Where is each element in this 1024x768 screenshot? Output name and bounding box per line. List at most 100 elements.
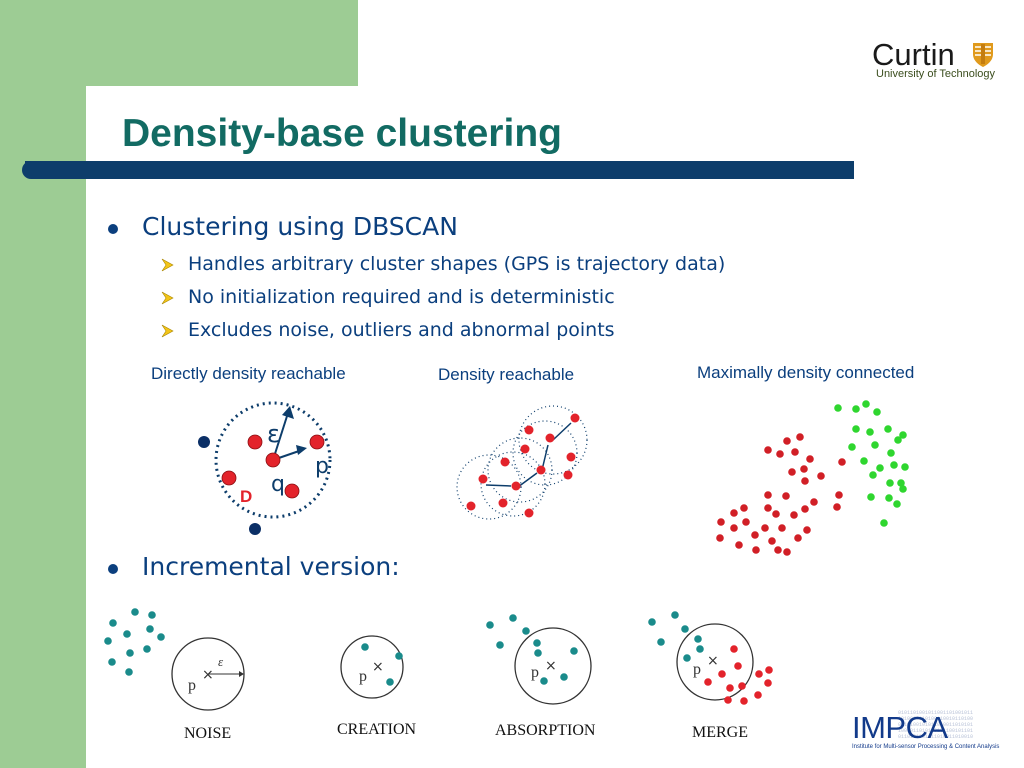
p-label: p (315, 454, 329, 479)
data-point (765, 666, 773, 674)
data-point (726, 684, 734, 692)
sub-bullet-excludes-noise: Excludes noise, outliers and abnormal po… (188, 319, 615, 341)
impca-binary-pattern: 0101101001011001101001011 10100101101001… (898, 710, 974, 740)
epsilon-circle (676, 623, 754, 701)
data-point (730, 645, 738, 653)
data-point (704, 678, 712, 686)
data-point (735, 541, 743, 549)
data-point (109, 619, 117, 627)
curtin-shield-icon (973, 43, 993, 67)
data-point (570, 413, 580, 423)
data-point (126, 649, 134, 657)
data-point (873, 408, 881, 416)
data-point (466, 501, 476, 511)
data-point (681, 625, 689, 633)
merge-diagram: × p (648, 611, 773, 705)
caption-directly-density-reachable: Directly density reachable (151, 364, 346, 383)
data-point (560, 673, 568, 681)
noise-point (198, 436, 210, 448)
data-point (833, 503, 841, 511)
data-point (884, 425, 892, 433)
data-point (522, 627, 530, 635)
data-point (717, 518, 725, 526)
chain-arrow (541, 444, 549, 471)
logo-subtitle: University of Technology (876, 68, 996, 80)
data-point (764, 679, 772, 687)
d-label: D (240, 487, 252, 506)
data-point (890, 461, 898, 469)
data-point (540, 677, 548, 685)
epsilon-label: ε (267, 420, 280, 448)
data-point (880, 519, 888, 527)
neighborhood-circle (480, 451, 546, 517)
data-point (800, 465, 808, 473)
title-underline-rule (22, 161, 854, 179)
data-point (899, 485, 907, 493)
neighborhood-circle (456, 454, 522, 520)
epsilon-label: ε (218, 654, 224, 669)
data-point (734, 662, 742, 670)
data-point (899, 431, 907, 439)
data-point (146, 625, 154, 633)
data-point (834, 404, 842, 412)
chain-arrow (552, 422, 572, 441)
data-point (751, 531, 759, 539)
data-point (867, 493, 875, 501)
teal-point (395, 652, 403, 660)
data-point (123, 630, 131, 638)
curtin-logo: Curtin University of Technology (872, 38, 1002, 86)
data-point (862, 400, 870, 408)
data-point (524, 508, 534, 518)
data-point (783, 437, 791, 445)
data-point (783, 548, 791, 556)
data-point (730, 524, 738, 532)
bullet-icon (108, 564, 118, 574)
teal-cluster (486, 614, 578, 685)
data-point (496, 641, 504, 649)
data-point (716, 534, 724, 542)
data-point (148, 611, 156, 619)
impca-subtitle: Institute for Multi-sensor Processing & … (852, 744, 1000, 750)
data-point (247, 434, 263, 450)
data-point (718, 670, 726, 678)
data-point (534, 649, 542, 657)
data-point (570, 647, 578, 655)
bullet-icon (108, 224, 118, 234)
data-point (509, 614, 517, 622)
data-point (893, 500, 901, 508)
noise-point (249, 523, 261, 535)
data-point (742, 518, 750, 526)
caption-noise: NOISE (184, 725, 232, 742)
data-point (897, 479, 905, 487)
epsilon-neighborhood-circle (214, 401, 332, 519)
data-point (794, 534, 802, 542)
epsilon-circle (514, 627, 592, 705)
center-cross: × (202, 667, 214, 683)
caption-merge: MERGE (692, 724, 748, 741)
arrowhead-icon (239, 671, 244, 677)
arrowhead-icon (296, 445, 307, 455)
teal-point (361, 643, 369, 651)
data-point (694, 635, 702, 643)
content-panel (86, 86, 1024, 768)
data-point (752, 546, 760, 554)
absorption-diagram: × p (486, 614, 592, 705)
red-cluster (704, 645, 773, 705)
bullet-incremental-version: Incremental version: (142, 552, 400, 581)
caption-density-reachable: Density reachable (438, 365, 575, 384)
data-point (791, 448, 799, 456)
p-label: p (188, 677, 196, 694)
data-point (143, 645, 151, 653)
data-point (284, 483, 300, 499)
data-point (563, 470, 573, 480)
data-point (648, 618, 656, 626)
data-point (498, 498, 508, 508)
data-point (806, 455, 814, 463)
chain-arrow (517, 472, 538, 488)
center-cross: × (707, 653, 719, 669)
data-point (803, 526, 811, 534)
data-point (221, 470, 237, 486)
neighborhood-circle (487, 437, 553, 503)
data-point (738, 682, 746, 690)
